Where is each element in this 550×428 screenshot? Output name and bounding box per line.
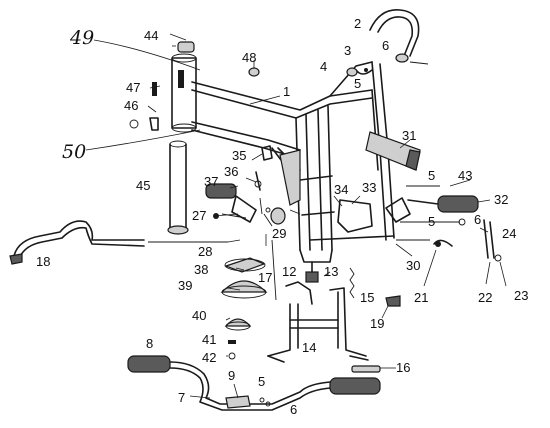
bushings-stack: [220, 239, 277, 360]
callout-6-top: 6: [382, 38, 389, 53]
callout-18: 18: [36, 254, 50, 269]
handlebar-part: [127, 355, 381, 411]
left-footrest: [205, 145, 286, 227]
callout-39: 39: [178, 278, 192, 293]
right-footrest: [385, 185, 502, 262]
callout-24: 24: [502, 226, 516, 241]
callout-36: 36: [224, 164, 238, 179]
callout-29: 29: [272, 226, 286, 241]
callout-15: 15: [360, 290, 374, 305]
callout-30: 30: [406, 258, 420, 273]
brake-pedal-part: [9, 220, 228, 265]
callout-45: 45: [136, 178, 150, 193]
callout-labels: 1 2 3 4 5 5 5 5 6 6 6 7 8 9 12 13 14 15 …: [36, 16, 528, 417]
callout-3: 3: [344, 43, 351, 58]
frame-part: [191, 61, 395, 263]
callout-46: 46: [124, 98, 138, 113]
leader-lines: [147, 33, 507, 399]
callout-7: 7: [178, 390, 185, 405]
callout-23: 23: [514, 288, 528, 303]
handwritten-50-pointer: [85, 129, 201, 151]
callout-14: 14: [302, 340, 316, 355]
callout-22: 22: [478, 290, 492, 305]
callout-5-right: 5: [428, 168, 435, 183]
callout-44: 44: [144, 28, 158, 43]
callout-41: 41: [202, 332, 216, 347]
callout-37: 37: [204, 174, 218, 189]
callout-27: 27: [192, 208, 206, 223]
grab-rail-part: [346, 9, 429, 77]
center-stand-part: [267, 261, 401, 373]
callout-1: 1: [283, 84, 290, 99]
callout-2: 2: [354, 16, 361, 31]
handwritten-50: 50: [62, 141, 86, 163]
callout-9: 9: [228, 368, 235, 383]
callout-35: 35: [232, 148, 246, 163]
callout-6-bar: 6: [290, 402, 297, 417]
callout-8: 8: [146, 336, 153, 351]
callout-28: 28: [198, 244, 212, 259]
callout-17: 17: [258, 270, 272, 285]
callout-31: 31: [402, 128, 416, 143]
callout-33: 33: [362, 180, 376, 195]
callout-4: 4: [320, 59, 327, 74]
callout-42: 42: [202, 350, 216, 365]
side-cover-part: [365, 131, 421, 171]
callout-47: 47: [126, 80, 140, 95]
handwritten-49-pointer: [93, 39, 201, 71]
callout-40: 40: [192, 308, 206, 323]
callout-16: 16: [396, 360, 410, 375]
callout-13: 13: [324, 264, 338, 279]
callout-5-bar: 5: [258, 374, 265, 389]
callout-5-top: 5: [354, 76, 361, 91]
steering-head: [129, 41, 260, 235]
callout-38: 38: [194, 262, 208, 277]
callout-5-lower: 5: [428, 214, 435, 229]
callout-32: 32: [494, 192, 508, 207]
callout-6-right: 6: [474, 212, 481, 227]
callout-19: 19: [370, 316, 384, 331]
handwritten-49: 49: [69, 27, 94, 49]
callout-34: 34: [334, 182, 348, 197]
callout-21: 21: [414, 290, 428, 305]
callout-43: 43: [458, 168, 472, 183]
callout-48: 48: [242, 50, 256, 65]
callout-12: 12: [282, 264, 296, 279]
